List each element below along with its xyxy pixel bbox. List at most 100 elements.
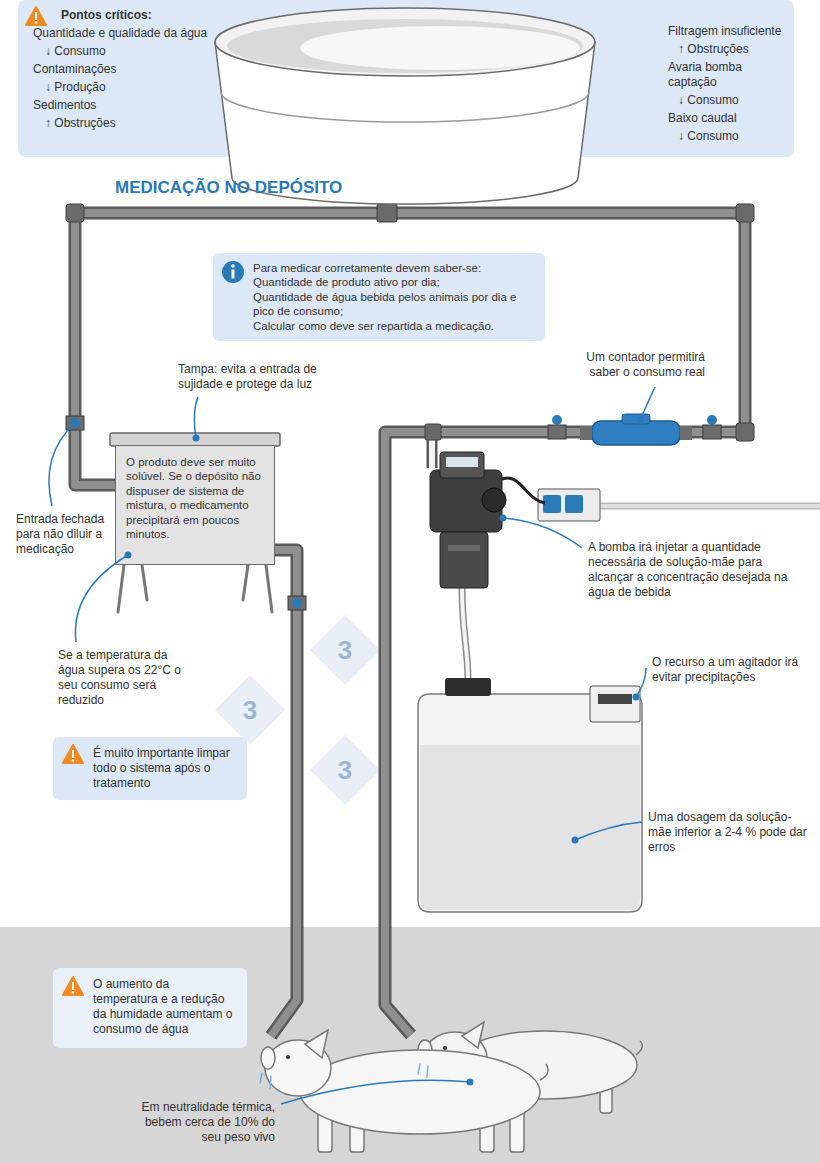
leader-dot: [72, 420, 79, 427]
info-text: Quantidade de produto ativo por dia;: [253, 275, 535, 289]
tank-body: O produto deve ser muito solúvel. Se o d…: [115, 445, 275, 565]
label-box: Se a temperatura da água supera os 22°C …: [58, 648, 190, 708]
pig: [261, 1030, 548, 1152]
leader-dot: [500, 515, 507, 522]
pipe-fittings: [66, 204, 754, 441]
leader-line: [640, 387, 655, 420]
water-pipe: [75, 198, 745, 1036]
leader-dot: [633, 694, 640, 701]
valve: [707, 415, 717, 425]
dosing-pump: [440, 452, 484, 478]
tank-legs: [243, 565, 248, 600]
label-box: Entrada fechada para não diluir a medica…: [16, 512, 114, 557]
water-pipe: [75, 213, 745, 1035]
text-column: Filtragem insuficiente↑ ObstruçõesAvaria…: [668, 24, 792, 147]
leader-line: [194, 397, 198, 438]
pig: [286, 1055, 290, 1059]
dosing-pump: [448, 545, 480, 551]
pipe-fittings: [425, 424, 441, 440]
reservoir: [215, 8, 595, 76]
water-drops: [260, 1073, 262, 1083]
text-column: Para medicar corretamente devem saber-se…: [253, 261, 535, 333]
valve: [288, 596, 306, 610]
callout-text: Um contador permitirá saber o consumo re…: [553, 350, 705, 380]
note-text: ↓ Consumo: [45, 44, 211, 59]
water-pipe: [271, 550, 297, 1036]
leader-dot: [637, 417, 644, 424]
panel-heading: Pontos críticos:: [61, 8, 211, 23]
pipe-fittings: [736, 423, 754, 441]
water-pipe: [271, 550, 297, 1036]
warning-icon: [26, 7, 83, 995]
info-text: Para medicar corretamente devem saber-se…: [253, 261, 535, 275]
dosing-pump: [462, 588, 468, 680]
dosing-pump: [440, 532, 488, 588]
warning-icon: [72, 982, 74, 990]
warning-icon: [35, 21, 37, 23]
water-meter: [580, 414, 692, 445]
callout-text: Entrada fechada para não diluir a medica…: [16, 512, 114, 557]
watermark: 3: [325, 754, 365, 787]
label-box: 3: [230, 694, 270, 727]
water-drops: [270, 1076, 271, 1089]
leader-line: [49, 423, 75, 506]
warning-icon: [72, 991, 74, 993]
valve: [66, 416, 84, 430]
leader-dot: [572, 837, 579, 844]
warning-icon: [35, 12, 37, 20]
pipe-fittings: [66, 204, 84, 222]
pig: [305, 1030, 328, 1058]
callout-text: Uma dosagem da solução-mãe inferior a 2-…: [648, 810, 810, 855]
warning-icon: [26, 7, 46, 25]
leader-dot: [467, 1079, 474, 1086]
note-text: ↑ Obstruções: [678, 42, 792, 57]
leader-line: [503, 518, 582, 548]
power-socket: [600, 503, 820, 510]
info-text: Calcular como deve ser repartida a medic…: [253, 319, 535, 333]
leader-dot: [125, 552, 132, 559]
valve: [548, 425, 566, 439]
power-socket: [538, 489, 600, 521]
tank-legs: [266, 565, 272, 612]
mother-solution-container: [590, 686, 640, 722]
pig: [636, 1041, 642, 1055]
dosing-pump: [446, 457, 478, 467]
warning-icon: [72, 750, 74, 758]
tank-legs: [142, 565, 147, 600]
mother-solution-container: [418, 678, 642, 912]
water-meter: [622, 414, 650, 424]
power-socket: [565, 495, 583, 513]
leader-line: [636, 668, 646, 697]
watermark-logo: [215, 675, 285, 745]
valve: [70, 418, 80, 428]
pipe-fittings: [736, 204, 754, 222]
warning-text: É muito importante limpar todo o sistema…: [93, 746, 237, 791]
tank-legs: [118, 565, 124, 612]
callout-text: A bomba irá injetar a quantidade necessá…: [588, 540, 793, 600]
leader-dot: [72, 417, 644, 1086]
watermark: 3: [325, 634, 365, 667]
warning-icon: [63, 977, 83, 995]
label-box: A bomba irá injetar a quantidade necessá…: [588, 540, 793, 600]
mother-solution-container: [418, 694, 642, 912]
leader-line: [575, 822, 642, 840]
note-text: Sedimentos: [33, 98, 211, 113]
watermark-logo: [310, 735, 380, 805]
water-meter: [680, 426, 692, 440]
info-icon: [232, 270, 235, 279]
tank-note: O produto deve ser muito solúvel. Se o d…: [126, 455, 264, 541]
note-text: ↑ Obstruções: [45, 116, 211, 131]
note-text: Baixo caudal: [668, 111, 792, 126]
power-socket: [543, 495, 561, 513]
label-box: Tampa: evita a entrada de sujidade e pro…: [178, 362, 338, 392]
note-text: ↓ Consumo: [678, 93, 792, 108]
reservoir: [227, 19, 583, 73]
reservoir: [300, 26, 580, 70]
floor: [0, 927, 820, 1163]
callout-text: Se a temperatura da água supera os 22°C …: [58, 648, 190, 708]
reservoir: [221, 92, 589, 122]
leader-line: [75, 555, 128, 642]
watermark: 3: [230, 694, 270, 727]
